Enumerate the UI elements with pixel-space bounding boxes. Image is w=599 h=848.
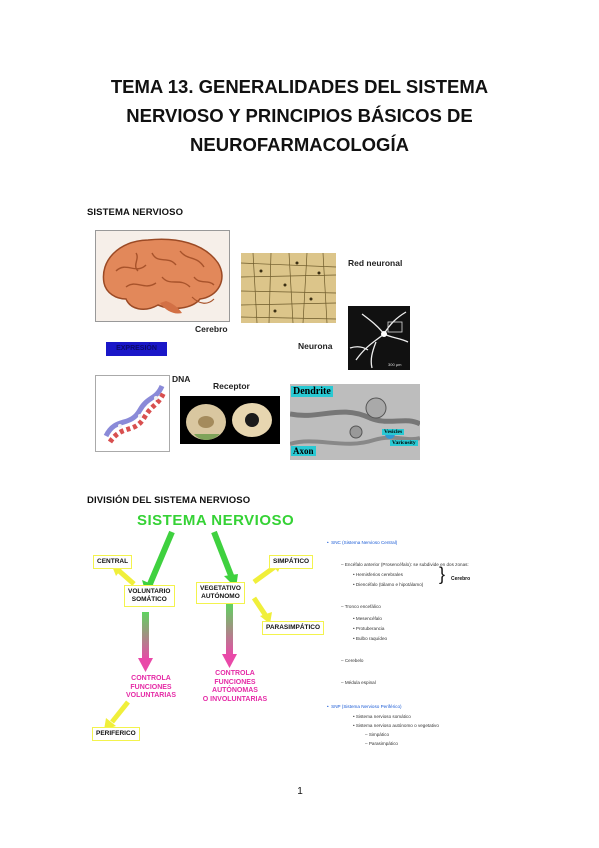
outline-mesencefalo: • Mesencéfalo <box>353 616 382 621</box>
brain-image <box>95 230 230 322</box>
outline-diencefalo: • Diencéfalo (tálamo e hipotálamo) <box>353 582 424 587</box>
label-cerebro: Cerebro <box>195 324 228 334</box>
expression-label: EXPRESIÓN <box>106 342 167 356</box>
box-simpatico: SIMPÁTICO <box>269 555 314 569</box>
box-central: CENTRAL <box>93 555 133 569</box>
label-axon: Axon <box>291 446 316 456</box>
label-varicosity: Varicosity <box>390 440 418 446</box>
scale-label: 300 µm <box>388 362 402 367</box>
outline-snp: • SNP (Sistema Nervioso Periférico) <box>327 704 402 709</box>
label-dendrite: Dendrite <box>291 386 333 397</box>
outline-tronco: – Tronco encefálico <box>341 604 381 609</box>
title-line-1: TEMA 13. GENERALIDADES DEL SISTEMA <box>110 76 489 97</box>
outline-simpatico: – Simpático <box>365 732 390 737</box>
label-receptor: Receptor <box>213 381 250 391</box>
title-line-3: NEUROFARMACOLOGÍA <box>190 134 409 155</box>
synapse-image: Dendrite Axon Vesicles Varicosity <box>289 384 422 460</box>
box-parasimpatico: PARASIMPÁTICO <box>262 621 325 635</box>
box-vegetativo-autonomo: VEGETATIVO AUTÓNOMO <box>196 582 245 604</box>
neuronal-network-image <box>240 252 337 324</box>
section-heading-division: DIVISIÓN DEL SISTEMA NERVIOSO <box>87 495 251 506</box>
outline-cerebelo: – Cerebelo <box>341 658 364 663</box>
outline-snc: • SNC (Sistema Nervioso Central) <box>327 540 398 545</box>
box-voluntario-somatico: VOLUNTARIO SOMÁTICO <box>124 585 175 607</box>
outline-brace: } <box>439 564 446 584</box>
dna-image <box>95 375 170 452</box>
label-vesicles: Vesicles <box>382 429 405 435</box>
text-controla-autonomas: CONTROLA FUNCIONES AUTÓNOMAS O INVOLUNTA… <box>202 670 268 703</box>
diagram-title: SISTEMA NERVIOSO <box>137 512 295 529</box>
outline-hemisferios: • Hemisferios cerebrales <box>353 572 403 577</box>
section-heading-sistema-nervioso: SISTEMA NERVIOSO <box>87 207 184 218</box>
outline-medula: – Médula espinal <box>341 680 376 685</box>
outline-protuberancia: • Protuberancia <box>353 626 385 631</box>
receptor-image <box>180 396 280 444</box>
label-neurona: Neurona <box>298 341 333 351</box>
page-number: 1 <box>297 786 303 797</box>
box-periferico: PERIFERICO <box>92 727 140 741</box>
label-red-neuronal: Red neuronal <box>348 258 403 268</box>
outline-cerebro: Cerebro <box>451 576 471 582</box>
outline-encefalo-anterior: – Encéfalo anterior (Prosencéfalo): se s… <box>341 562 469 567</box>
page-title: TEMA 13. GENERALIDADES DEL SISTEMA NERVI… <box>60 72 539 159</box>
text-controla-voluntarias: CONTROLA FUNCIONES VOLUNTARIAS <box>125 675 177 699</box>
neuron-image: 300 µm <box>348 306 410 370</box>
outline-bulbo: • Bulbo raquídeo <box>353 636 388 641</box>
outline-parasimpatico: – Parasimpático <box>365 741 398 746</box>
outline-autonomo: • Sistema nervioso autónomo o vegetativo <box>353 723 439 728</box>
outline-somatico: • Sistema nervioso somático <box>353 714 411 719</box>
title-line-2: NERVIOSO Y PRINCIPIOS BÁSICOS DE <box>126 105 473 126</box>
label-dna: DNA <box>172 374 191 384</box>
